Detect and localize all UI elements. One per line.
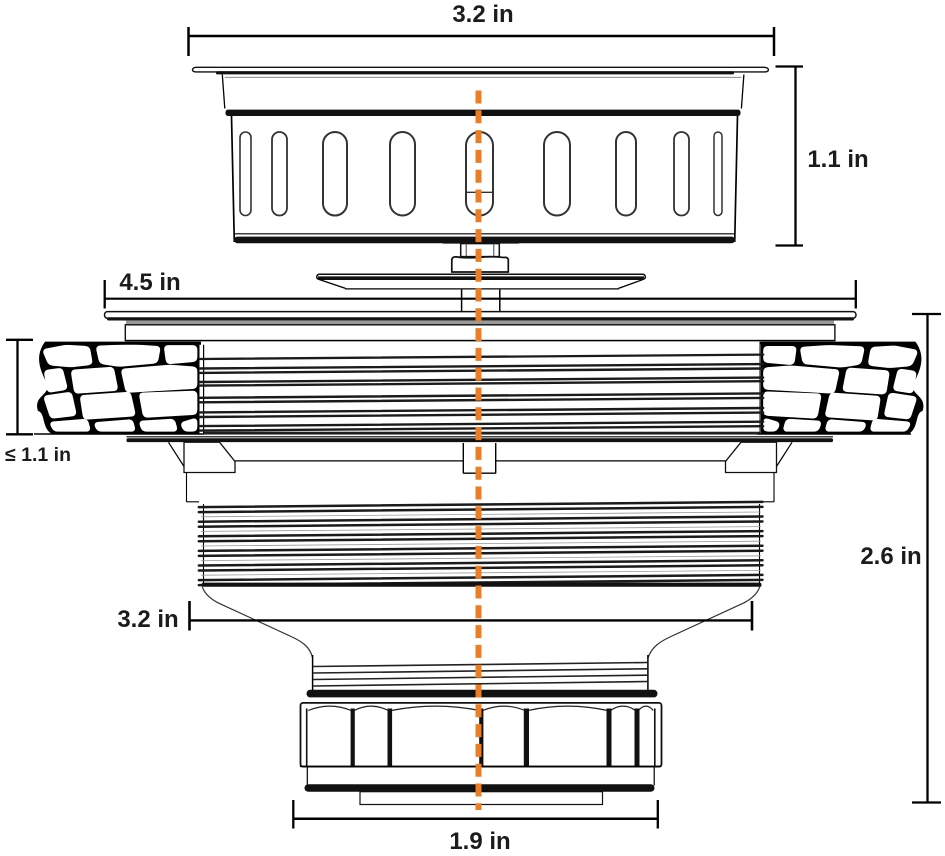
svg-text:≤ 1.1 in: ≤ 1.1 in [5, 444, 71, 466]
svg-text:3.2 in: 3.2 in [117, 606, 178, 633]
svg-text:1.1 in: 1.1 in [807, 146, 868, 173]
svg-text:4.5 in: 4.5 in [119, 269, 180, 296]
svg-text:2.6 in: 2.6 in [860, 543, 921, 570]
svg-text:3.2 in: 3.2 in [452, 1, 513, 28]
svg-text:1.9 in: 1.9 in [449, 828, 510, 851]
